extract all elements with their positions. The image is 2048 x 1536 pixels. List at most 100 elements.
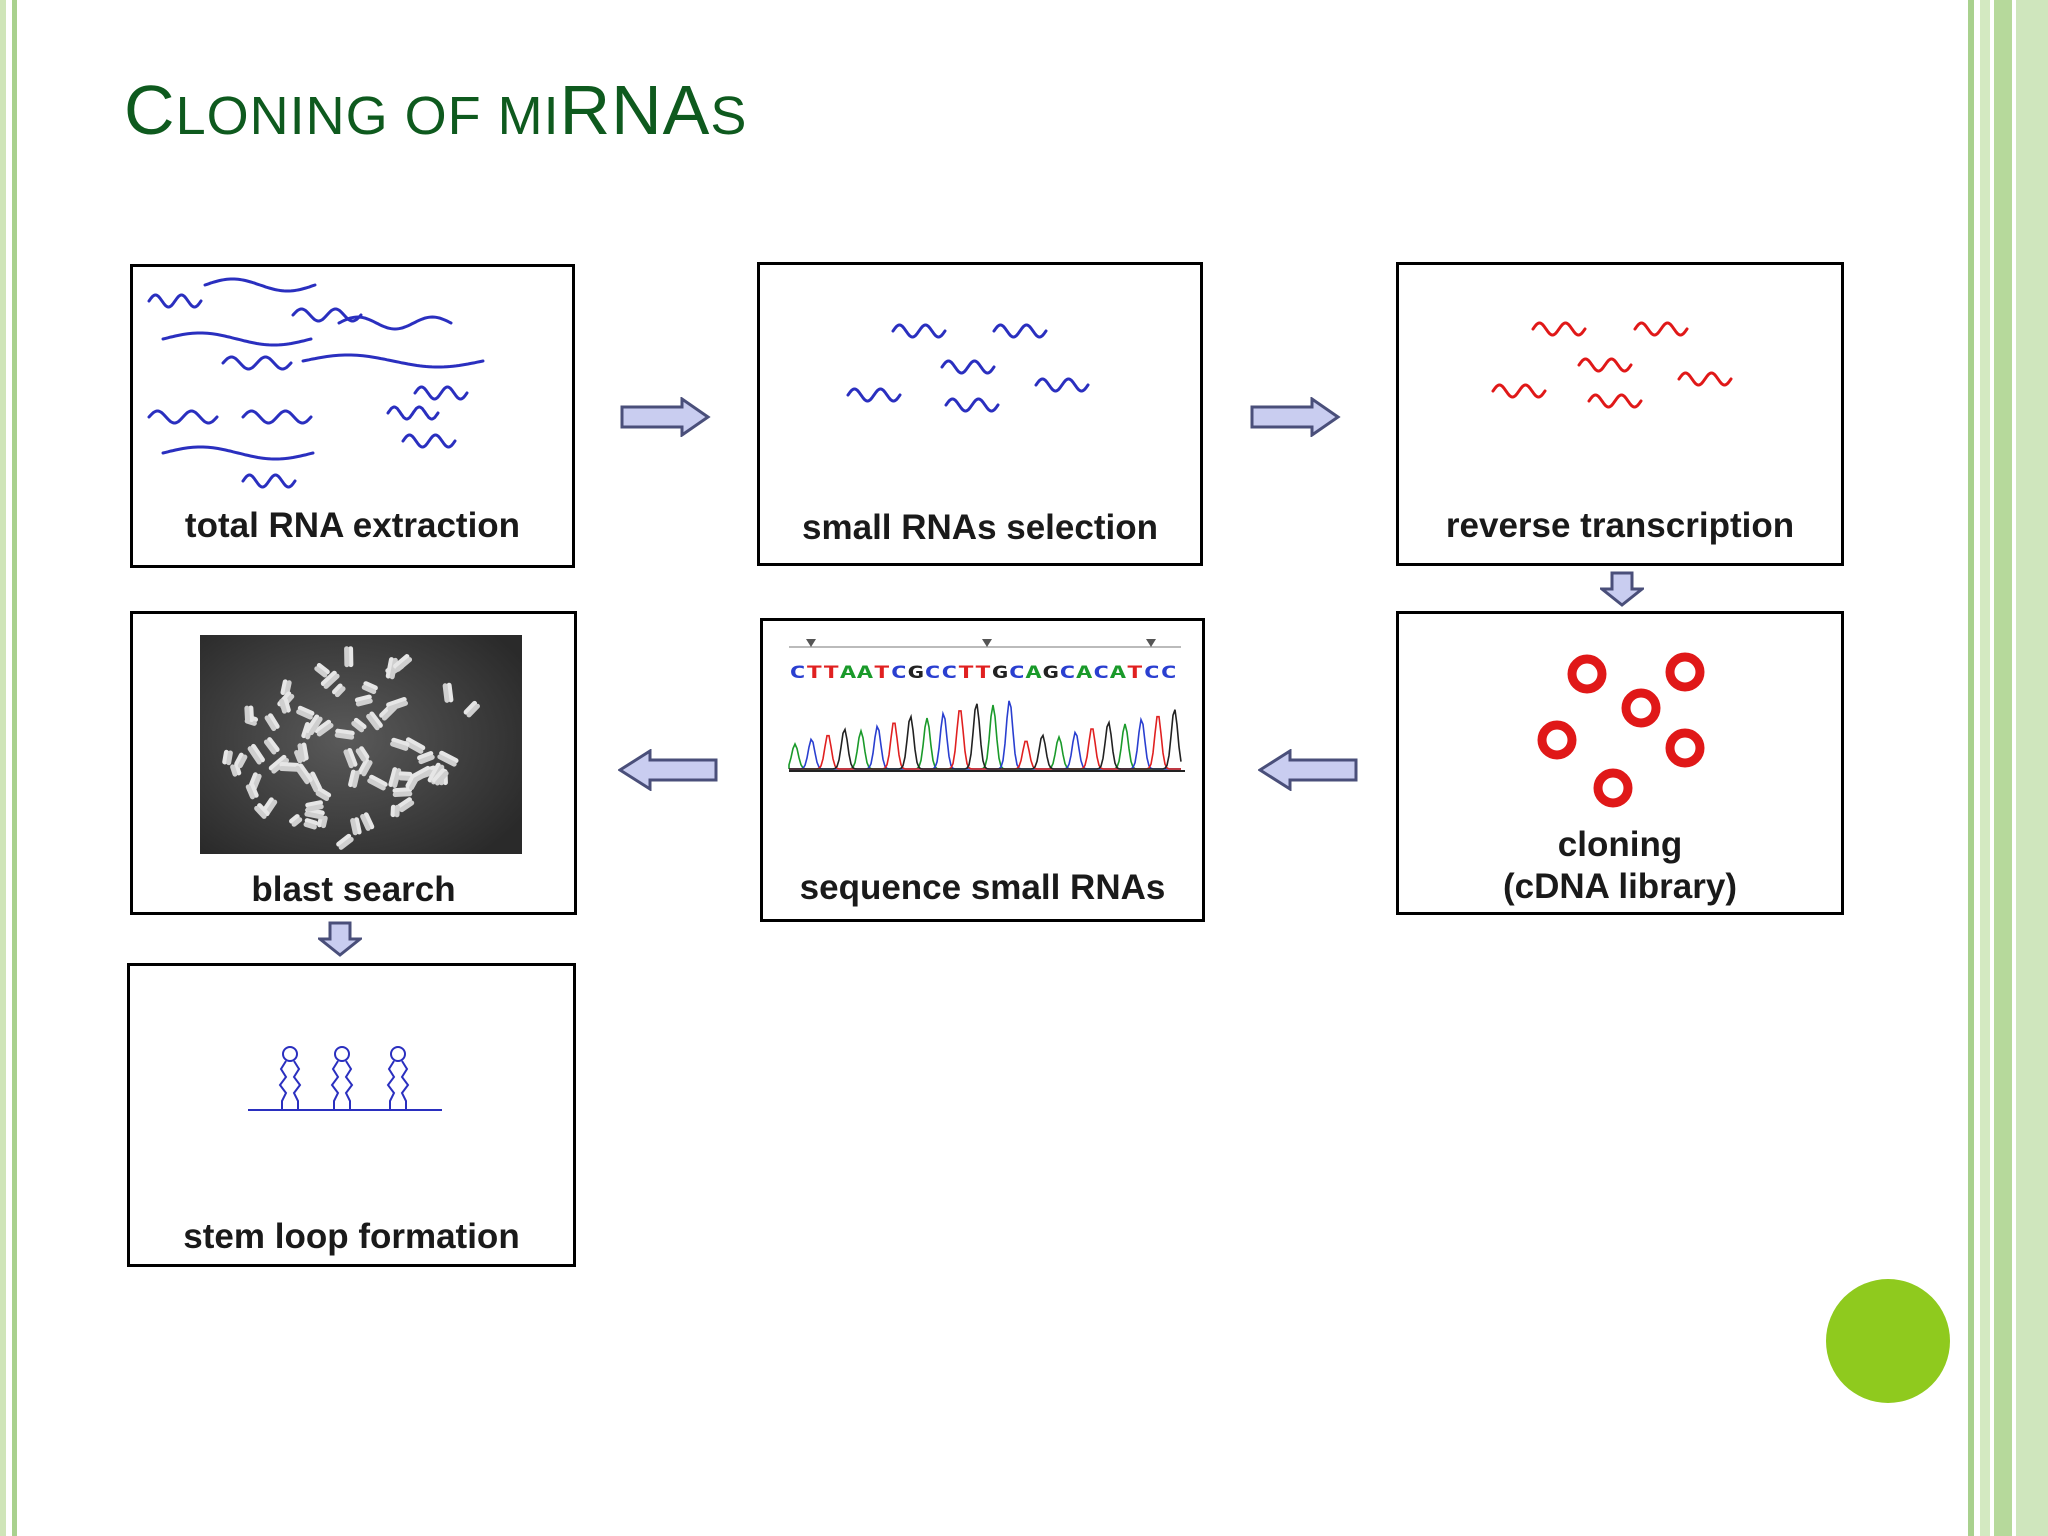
- chromosome: [353, 717, 367, 730]
- chromosome: [394, 804, 400, 818]
- chromosome: [298, 763, 313, 782]
- arrow-right-icon: [620, 397, 711, 437]
- chromosome: [369, 774, 388, 787]
- step-label: total RNA extraction: [184, 506, 521, 545]
- cdna-illustration: [1491, 321, 1733, 409]
- decorative-green-circle: [1826, 1279, 1950, 1403]
- chromosome: [437, 754, 457, 767]
- chromosome: [289, 814, 300, 824]
- chromosome: [249, 782, 259, 798]
- plasmid-ring: [1665, 728, 1705, 768]
- step-label: (cDNA library): [1502, 867, 1738, 906]
- plasmid-ring: [1593, 768, 1633, 808]
- rna-strand: [161, 445, 315, 461]
- chromosome: [466, 703, 480, 718]
- slide-left-border: [0, 0, 22, 1536]
- chromosome: [226, 750, 233, 766]
- chromosome: [359, 746, 370, 760]
- hairpin-stem: [278, 1060, 288, 1110]
- chromosome: [282, 697, 291, 713]
- chromosome: [351, 721, 365, 733]
- chromosome: [351, 770, 360, 788]
- chromosome: [354, 817, 362, 835]
- chromosome: [418, 754, 435, 765]
- chromosome: [411, 765, 431, 779]
- arrow-left-icon: [1258, 749, 1358, 791]
- chromosome: [263, 739, 277, 755]
- step-stem-loop-formation: stem loop formation: [127, 963, 576, 1267]
- chromosome: [363, 812, 375, 830]
- chromosome: [316, 663, 330, 675]
- plasmid-ring: [1567, 654, 1607, 694]
- chromosome: [245, 784, 255, 800]
- chromosome: [305, 714, 320, 733]
- step-label: small RNAs selection: [802, 508, 1158, 547]
- chromosome: [301, 742, 309, 761]
- chromosome: [432, 768, 446, 783]
- chromosome: [343, 749, 354, 769]
- chromosome: [355, 748, 367, 762]
- micrograph-background: [200, 635, 522, 854]
- step-small-rnas-selection: small RNAs selection: [757, 262, 1203, 566]
- step-total-rna-extraction: total RNA extraction: [130, 264, 575, 568]
- chromosome: [284, 680, 292, 696]
- chromosome: [295, 765, 310, 785]
- chromosome: [250, 743, 265, 763]
- chromosome: [360, 813, 371, 831]
- chromosome: [257, 803, 270, 817]
- step-label: sequence small RNAs: [799, 868, 1166, 907]
- chromosome: [348, 646, 354, 668]
- rna-strand: [147, 409, 219, 425]
- step-label: cloning: [1557, 825, 1683, 864]
- chromosome: [357, 758, 370, 775]
- rna-strand: [301, 353, 485, 369]
- chromosome: [354, 694, 372, 703]
- step-blast-search: blast search: [130, 611, 577, 915]
- chromosome: [348, 769, 356, 788]
- hairpin-stem: [330, 1060, 340, 1110]
- chromosome: [304, 818, 319, 826]
- chromosome: [334, 686, 346, 698]
- slide-right-border: [1968, 0, 2048, 1536]
- chromosome: [303, 821, 317, 830]
- chromosome-spread-image: [200, 635, 522, 854]
- chromosome: [385, 657, 394, 679]
- hairpin-loop: [390, 1046, 406, 1062]
- chromosome: [439, 750, 459, 764]
- chromosome: [332, 683, 343, 695]
- sequence-marker: [1146, 639, 1156, 647]
- chromosome: [297, 705, 315, 716]
- chromosome: [323, 673, 340, 689]
- chromosome: [413, 769, 433, 783]
- rna-strand: [147, 293, 203, 309]
- title-part: S: [710, 86, 748, 146]
- arrow-right-icon: [1250, 397, 1341, 437]
- chromosome: [336, 833, 352, 847]
- rna-strand: [1491, 383, 1547, 399]
- chromosome: [369, 711, 383, 728]
- chromosome: [305, 800, 323, 808]
- chromosome: [244, 705, 250, 723]
- chromosome: [315, 790, 330, 802]
- rna-strand: [203, 277, 317, 293]
- chromosome: [386, 697, 407, 708]
- chromosome: [361, 684, 377, 695]
- hairpin-stem: [292, 1060, 302, 1110]
- sequence-marker: [982, 639, 992, 647]
- chromosome: [233, 763, 242, 776]
- rna-strand: [1633, 321, 1689, 337]
- hairpin-stem: [400, 1060, 410, 1110]
- hairpin-stem: [344, 1060, 354, 1110]
- arrow-down-icon: [1600, 571, 1644, 607]
- rna-strand: [1577, 357, 1633, 373]
- chromosome: [395, 657, 413, 672]
- rna-strand: [241, 409, 313, 425]
- hairpin-loop: [282, 1046, 298, 1062]
- chromosome: [304, 811, 325, 820]
- chromosome: [314, 719, 332, 734]
- chromosome: [367, 778, 386, 791]
- chromosome: [347, 748, 358, 767]
- step-label: blast search: [251, 870, 456, 909]
- step-cloning: cloning (cDNA library): [1396, 611, 1844, 915]
